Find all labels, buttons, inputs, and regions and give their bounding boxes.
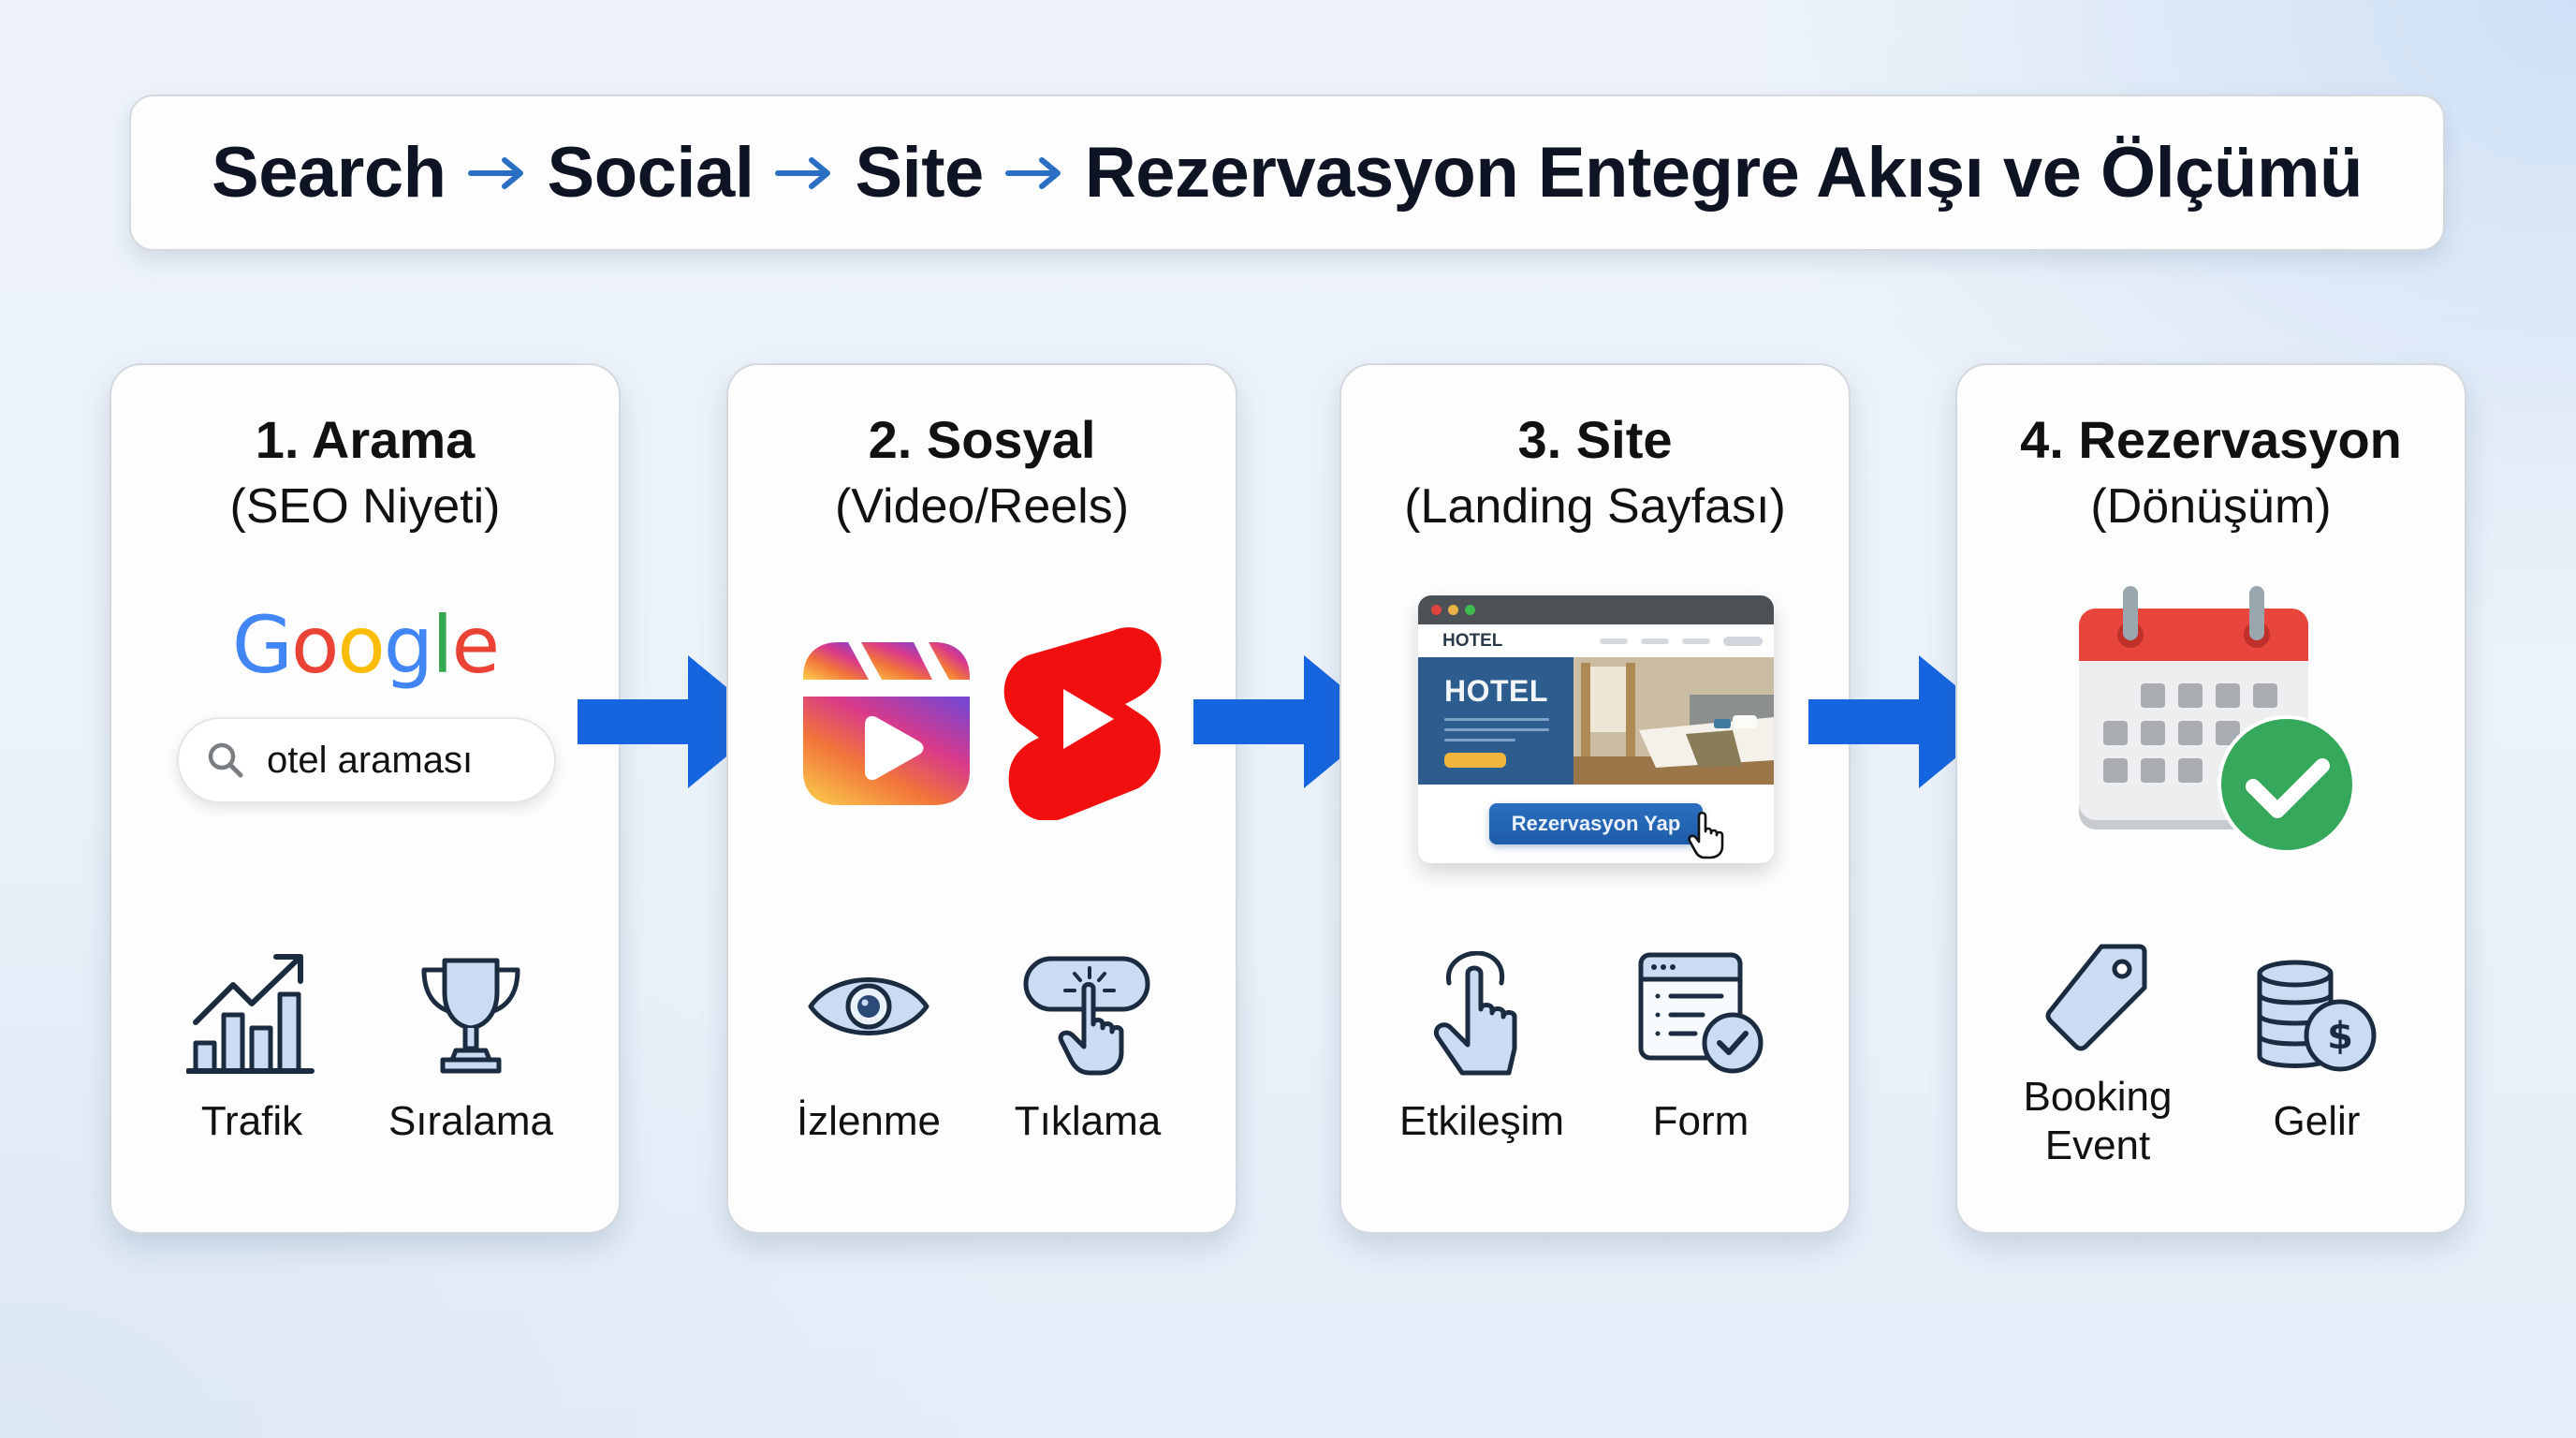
flow-arrow-icon [1193, 655, 1384, 788]
title-banner: Search Social Site Rezervasyon Entegre A… [129, 95, 2445, 251]
metric-label-line: Event [2044, 1122, 2151, 1168]
svg-text:$: $ [2327, 1015, 2353, 1058]
metrics-row: Trafik Sıralama [111, 936, 619, 1180]
metric-tiklama: Tıklama [975, 936, 1200, 1146]
hotel-room-photo [1573, 657, 1774, 785]
step-card-sosyal: 2. Sosyal (Video/Reels) [726, 363, 1237, 1234]
site-brand: HOTEL [1442, 630, 1503, 651]
metric-label: Gelir [2273, 1098, 2361, 1144]
metric-booking-event: Booking Event [1985, 936, 2210, 1170]
metric-gelir: $ Gelir [2204, 936, 2429, 1146]
hero-title: HOTEL [1444, 674, 1548, 708]
metric-label: Etkileşim [1398, 1098, 1565, 1144]
flow-arrow-icon [1808, 655, 1999, 788]
growth-chart-icon [186, 954, 315, 1074]
window-maximize-dot [1465, 605, 1475, 615]
coins-dollar-icon: $ [2257, 960, 2377, 1072]
eye-icon [808, 977, 929, 1035]
step-card-rezervasyon: 4. Rezervasyon (Dönüşüm) Booking E [1955, 363, 2466, 1234]
magnifier-icon [208, 742, 243, 778]
metric-label: Booking Event [1985, 1073, 2210, 1170]
step-subtitle: (Landing Sayfası) [1404, 479, 1786, 534]
site-nav-links [1600, 636, 1763, 646]
window-minimize-dot [1448, 605, 1458, 615]
instagram-reels-icon [803, 642, 970, 805]
site-navbar: HOTEL [1418, 624, 1774, 657]
hand-cursor-icon [1688, 811, 1724, 859]
tap-gesture-icon [1434, 951, 1517, 1076]
metric-label: Trafik [200, 1098, 303, 1144]
page-title: Search Social Site Rezervasyon Entegre A… [212, 132, 2363, 213]
google-logo: Google [231, 599, 500, 691]
title-segment-rezervasyon: Rezervasyon Entegre Akışı ve Ölçümü [1084, 133, 2364, 213]
form-check-icon [1638, 952, 1764, 1074]
title-segment-social: Social [547, 133, 754, 213]
hero-cta-button [1444, 753, 1506, 768]
step-title: 1. Arama [255, 410, 476, 469]
flow-arrow-icon [578, 655, 768, 788]
step-subtitle: (SEO Niyeti) [229, 479, 501, 534]
metric-izlenme: İzlenme [756, 936, 981, 1146]
metric-label-line: Booking [2023, 1074, 2173, 1120]
metric-label: Sıralama [388, 1098, 554, 1144]
metric-etkilesim: Etkileşim [1369, 936, 1594, 1146]
metric-siralama: Sıralama [359, 936, 583, 1146]
step-subtitle: (Dönüşüm) [2090, 479, 2332, 534]
metric-label: Form [1652, 1098, 1749, 1144]
right-arrow-icon [1004, 156, 1061, 189]
step-card-arama: 1. Arama (SEO Niyeti) Google otel aramas… [110, 363, 621, 1234]
rezervasyon-yap-button[interactable]: Rezervasyon Yap [1488, 803, 1704, 844]
right-arrow-icon [467, 156, 523, 189]
youtube-shorts-icon [1003, 627, 1162, 820]
step-card-site: 3. Site (Landing Sayfası) HOTEL HOTEL [1339, 363, 1851, 1234]
site-hero: HOTEL [1418, 657, 1774, 785]
metric-label: Tıklama [1014, 1098, 1162, 1144]
metric-trafik: Trafik [139, 936, 364, 1146]
landing-page-mockup: HOTEL HOTEL [1418, 595, 1774, 863]
title-segment-site: Site [855, 133, 984, 213]
title-segment-search: Search [212, 133, 446, 213]
search-input[interactable]: otel araması [177, 717, 556, 803]
search-query: otel araması [267, 739, 474, 781]
click-button-icon [1023, 956, 1150, 1076]
window-close-dot [1431, 605, 1442, 615]
metrics-row: İzlenme Tıklama [728, 936, 1236, 1180]
metrics-row: Etkileşim Form [1341, 936, 1849, 1180]
metric-form: Form [1588, 936, 1813, 1146]
price-tag-icon [2045, 944, 2147, 1051]
step-title: 3. Site [1517, 410, 1673, 469]
browser-titlebar [1418, 595, 1774, 624]
metrics-row: Booking Event $ [1957, 936, 2465, 1180]
step-title: 4. Rezervasyon [2020, 410, 2402, 469]
step-title: 2. Sosyal [868, 410, 1096, 469]
calendar-check-icon [2079, 586, 2356, 854]
right-arrow-icon [775, 156, 831, 189]
metric-label: İzlenme [796, 1098, 942, 1144]
step-subtitle: (Video/Reels) [834, 479, 1130, 534]
trophy-icon [421, 958, 520, 1074]
